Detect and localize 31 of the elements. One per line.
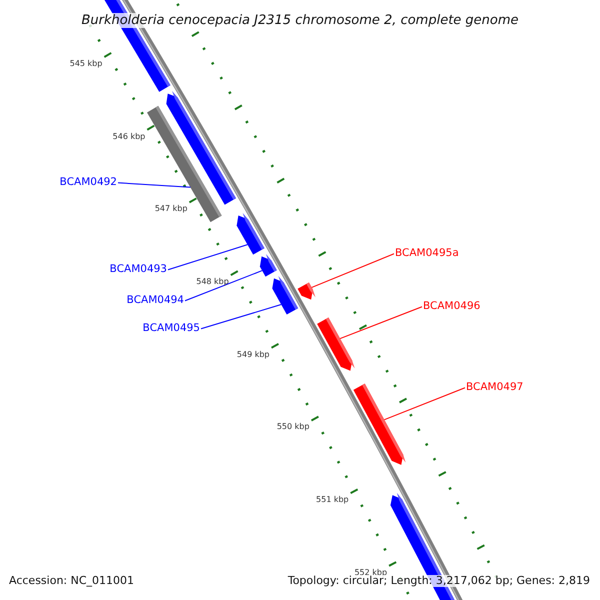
leader-line xyxy=(118,182,191,188)
leader-line xyxy=(384,387,466,420)
gene-feature xyxy=(147,106,222,222)
gene-label: BCAM0494 xyxy=(126,295,184,307)
tick-label: 551 kbp xyxy=(316,496,349,505)
leader-line xyxy=(311,253,394,288)
tick-label: 547 kbp xyxy=(154,205,188,214)
tick-label: 550 kbp xyxy=(276,423,310,432)
leader-line xyxy=(168,244,248,270)
gene-feature xyxy=(317,318,355,371)
leader-line xyxy=(200,304,282,330)
genome-stats-text: Topology: circular; Length: 3,217,062 bp; Genes: 2,819 xyxy=(286,575,591,588)
gene-feature xyxy=(272,276,298,315)
gene-label: BCAM0497 xyxy=(466,382,524,394)
leader-line xyxy=(184,270,263,302)
accession-text: Accession: NC_011001 xyxy=(8,575,136,588)
gene-label: BCAM0495a xyxy=(395,248,459,260)
tick-label: 545 kbp xyxy=(70,60,102,69)
gene-label: BCAM0493 xyxy=(110,264,167,276)
tick-label: 552 kbp xyxy=(354,568,388,577)
gene-feature xyxy=(236,212,264,255)
gene-label: BCAM0496 xyxy=(423,301,480,313)
gene-label: BCAM0495 xyxy=(142,323,200,335)
title: Burkholderia cenocepacia J2315 chromosome 2, complete genome xyxy=(79,13,521,28)
gene-label: BCAM0492 xyxy=(60,177,117,189)
gene-feature xyxy=(260,254,277,277)
tick-label: 548 kbp xyxy=(196,278,229,287)
gene-feature xyxy=(353,384,406,465)
leader-line xyxy=(340,306,422,340)
tick-label: 549 kbp xyxy=(236,350,270,360)
gene-feature xyxy=(298,282,316,300)
